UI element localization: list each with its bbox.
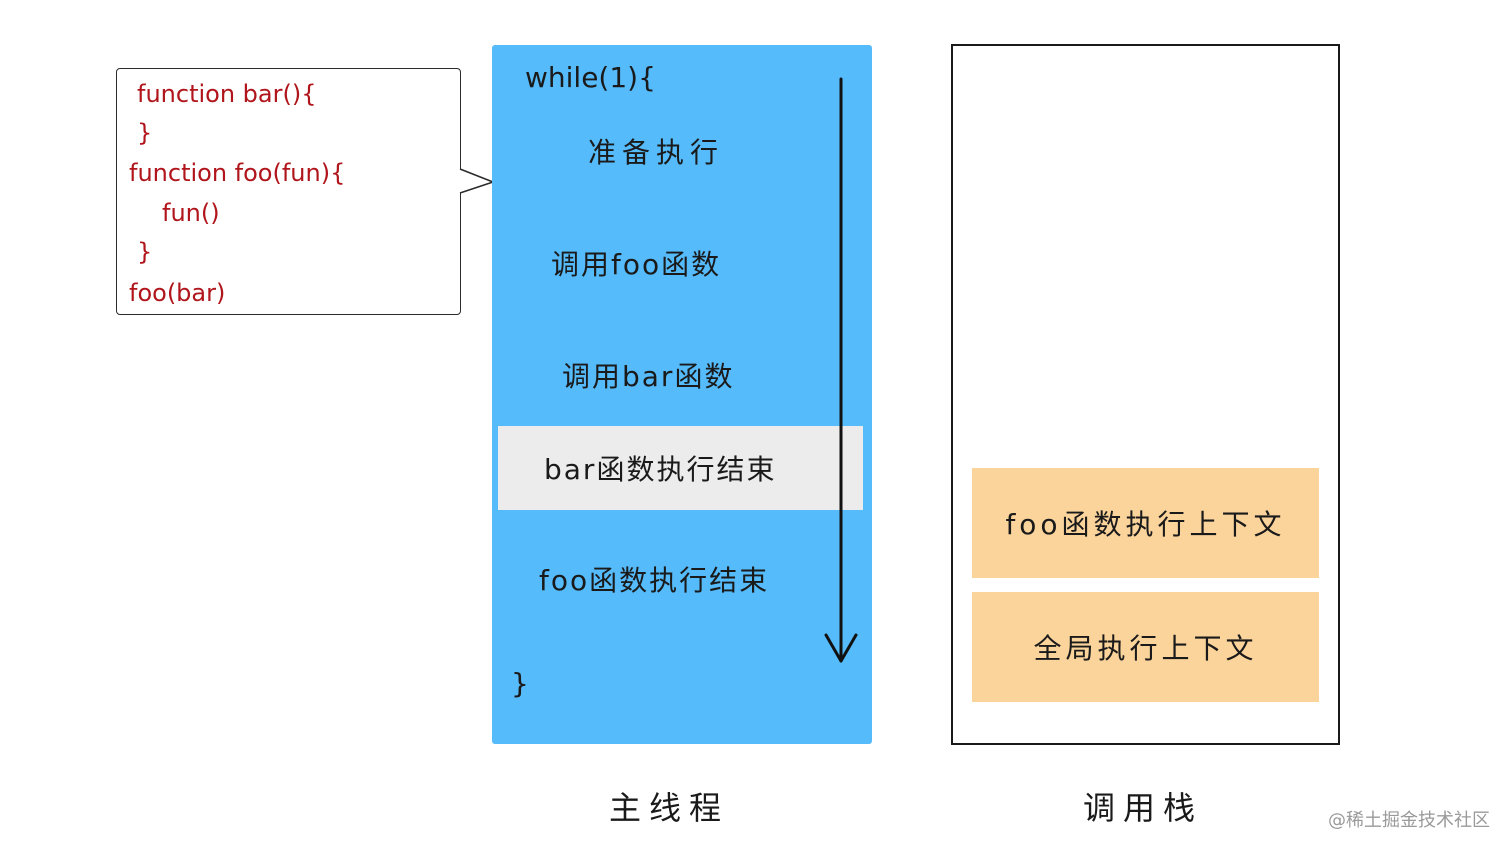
code-line-2: } <box>137 119 153 147</box>
highlighted-step-row <box>498 426 863 510</box>
main-thread-panel <box>492 45 872 744</box>
code-callout <box>116 68 461 315</box>
stack-frame-global-context: 全局执行上下文 <box>972 592 1319 702</box>
step-prepare: 准备执行 <box>588 136 725 169</box>
code-line-5: } <box>137 238 153 266</box>
code-line-4: fun() <box>162 199 220 227</box>
code-line-1: function bar(){ <box>137 80 317 108</box>
step-bar-finished: bar函数执行结束 <box>544 453 777 486</box>
step-foo-finished: foo函数执行结束 <box>539 564 770 597</box>
code-line-3: function foo(fun){ <box>129 159 346 187</box>
code-line-6: foo(bar) <box>129 279 226 307</box>
step-call-bar: 调用bar函数 <box>562 360 735 393</box>
loop-open-text: while(1){ <box>525 61 656 94</box>
step-call-foo: 调用foo函数 <box>551 248 722 281</box>
call-stack-caption: 调用栈 <box>1083 789 1204 827</box>
stack-frame-foo-context: foo函数执行上下文 <box>972 468 1319 578</box>
loop-close-text: } <box>511 667 529 700</box>
main-thread-caption: 主线程 <box>609 789 730 827</box>
time-arrow-icon <box>824 77 858 663</box>
watermark: @稀土掘金技术社区 <box>1328 810 1490 831</box>
